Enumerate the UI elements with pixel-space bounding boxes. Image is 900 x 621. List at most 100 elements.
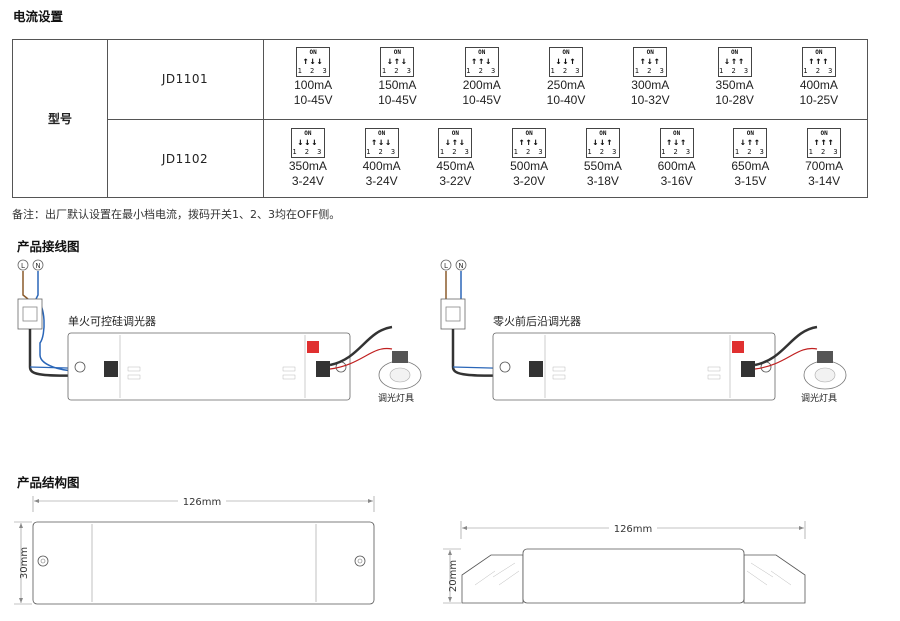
dip-arrows: ↑↑↑ [813,137,835,148]
voltage-range: 10-25V [799,93,839,107]
dip-arrows: ↑↓↑ [639,56,661,67]
dip-on-label: ON [478,49,486,56]
model-jd1102: JD1102 [161,152,209,166]
voltage-range: 3-15V [734,174,767,188]
dip-switch-icon: ON↓↓↑1 2 3 [585,128,620,158]
structure-side-view: 126mm 20mm [443,521,806,604]
dip-on-label: ON [304,130,312,137]
dip-arrows: ↓↑↑ [724,56,746,67]
dip-numbers: 1 2 3 [634,67,666,75]
current-value: 500mA [510,159,549,173]
height-dimension-side: 20mm [448,560,459,592]
voltage-range: 3-18V [586,174,619,188]
dip-on-label: ON [673,130,681,137]
factory-default-note: 备注：出厂默认设置在最小档电流，拨码开关1、2、3均在OFF侧。 [12,208,341,221]
lamp-label-2: 调光灯具 [801,392,837,404]
dip-switch-icon: ON↑↓↓1 2 3 [364,128,399,158]
voltage-range: 3-24V [291,174,324,188]
lamp-icon-1 [378,351,422,390]
dip-on-label: ON [562,49,570,56]
voltage-range: 10-45V [293,93,333,107]
dip-arrows: ↑↑↓ [518,137,540,148]
dimmer-label-1: 单火可控硅调光器 [68,314,156,328]
dip-on-label: ON [309,49,317,56]
voltage-range: 10-45V [378,93,417,107]
driver-unit-1 [67,332,351,401]
dip-numbers: 1 2 3 [366,148,398,156]
current-value: 150mA [378,78,417,92]
dip-arrows: ↑↓↑ [666,137,688,148]
structure-top-view: 126mm 30mm [14,496,375,605]
current-value: 400mA [362,159,401,173]
model-label: 型号 [13,40,108,197]
dip-numbers: 1 2 3 [661,148,693,156]
current-setting-heading: 电流设置 [13,9,64,24]
dip-on-label: ON [820,130,828,137]
current-value: 700mA [805,159,844,173]
model-jd1101: JD1101 [161,72,209,86]
dip-switch-icon: ON↑↑↓1 2 3 [512,128,547,158]
dip-switch-icon: ON↓↓↓1 2 3 [290,128,325,158]
length-dimension: 126mm [183,497,222,508]
current-value: 450mA [436,159,475,173]
dip-arrows: ↓↓↓ [297,137,319,148]
voltage-range: 3-14V [808,174,841,188]
current-value: 350mA [715,78,754,92]
dip-numbers: 1 2 3 [292,148,324,156]
dip-on-label: ON [730,49,739,56]
svg-text:L: L [444,262,448,270]
dip-on-label: ON [746,130,754,137]
dip-switch-icon: ON↑↑↑1 2 3 [801,47,836,77]
dimmer-switch-icon [17,298,43,330]
current-value: 550mA [583,159,622,173]
wiring-heading: 产品接线图 [17,239,80,254]
dip-numbers: 1 2 3 [466,67,498,75]
dip-switch-icon: ON↑↓↑1 2 3 [633,47,668,77]
dip-numbers: 1 2 3 [719,67,751,75]
dip-arrows: ↓↑↓ [386,56,408,67]
terminal-n-icon: N [32,259,44,271]
dip-arrows: ↓↓↑ [592,137,614,148]
dip-numbers: 1 2 3 [734,148,766,156]
wiring-diagram-1: L N 单火可控硅调光器 调光灯具 [17,259,422,404]
dip-arrows: ↑↑↑ [808,56,830,67]
lamp-icon-2 [803,351,847,390]
dip-switch-icon [307,341,319,353]
voltage-range: 10-40V [546,93,586,107]
dip-numbers: 1 2 3 [803,67,835,75]
terminal-l-icon: L [440,259,452,271]
dip-switch-icon: ON↑↓↓1 2 3 [296,47,331,77]
svg-text:N: N [35,262,40,270]
dip-arrows: ↑↓↓ [371,137,393,148]
current-value: 350mA [288,159,327,173]
dip-switch-icon: ON↑↑↑1 2 3 [807,128,842,158]
row-divider [107,119,867,120]
voltage-range: 3-22V [439,174,472,188]
structure-heading: 产品结构图 [17,475,80,490]
dimmer-switch-icon [440,298,466,330]
dip-switch-icon: ON↓↑↓1 2 3 [380,47,415,77]
current-value: 100mA [294,78,333,92]
current-value: 600mA [657,159,696,173]
dip-on-label: ON [646,49,654,56]
dip-on-label: ON [525,130,533,137]
dip-switch-icon: ON↑↓↑1 2 3 [659,128,694,158]
dip-numbers: 1 2 3 [808,148,840,156]
voltage-range: 3-20V [513,174,546,188]
dip-on-label: ON [599,130,607,137]
current-value: 200mA [462,78,501,92]
current-value: 400mA [799,78,838,92]
